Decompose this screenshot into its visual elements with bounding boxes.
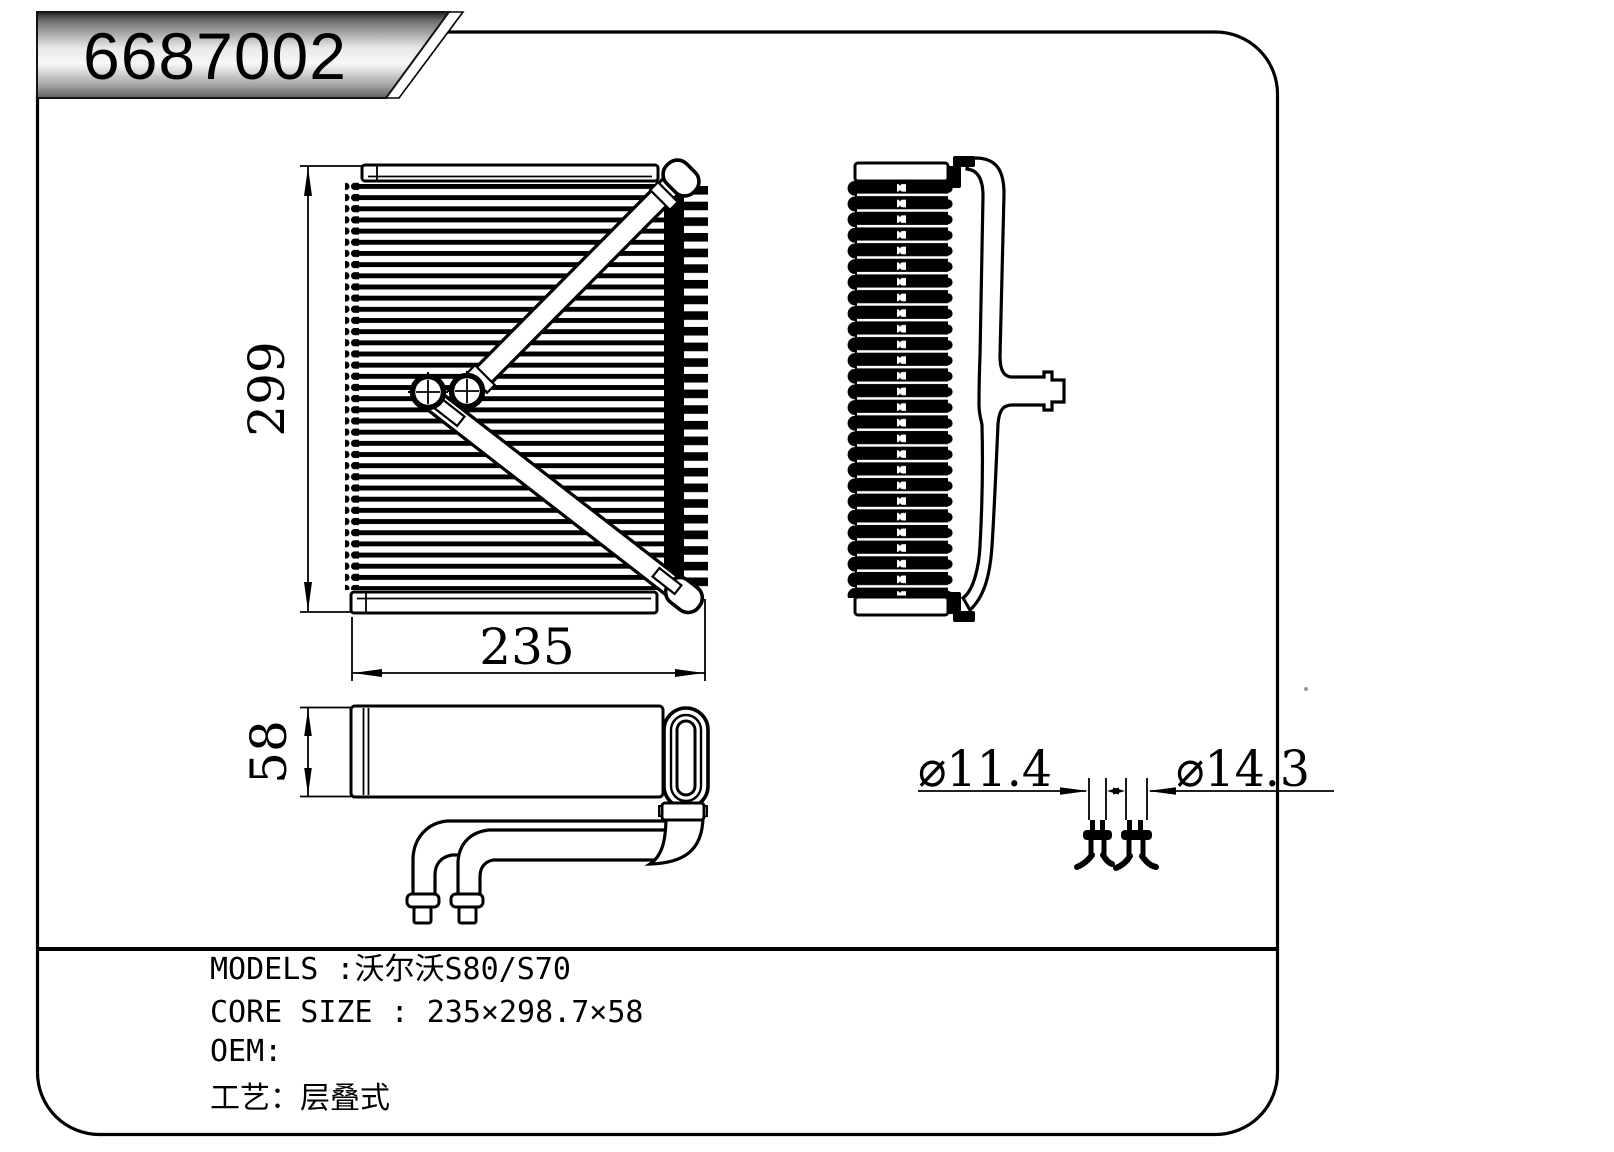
bottom-end-plate: [349, 590, 659, 615]
title-banner: 6687002: [36, 11, 465, 99]
fitting-circle-left: [408, 372, 448, 412]
banner-plate: [36, 11, 451, 99]
spec-models: MODELS :沃尔沃S80/S70: [210, 952, 571, 987]
dimension-height: 299: [238, 165, 362, 613]
side-top-cap: [853, 161, 950, 183]
front-pipe: [456, 828, 674, 899]
dimension-depth: 58: [240, 706, 351, 798]
drawing-frame: [35, 30, 1280, 1137]
side-bottom-bracket: [947, 592, 975, 622]
pipe-ferrules: [405, 892, 485, 925]
dim-width-text: 235: [479, 618, 574, 676]
port-small-tip: [1074, 820, 1115, 870]
spec-table: MODELS :沃尔沃S80/S70 CORE SIZE : 235×298.7…: [210, 952, 643, 1116]
top-end-plate: [360, 163, 660, 183]
u-bend-fitting-block: [658, 801, 708, 822]
spec-oem: OEM:: [210, 1034, 282, 1069]
dim-depth-text: 58: [240, 720, 298, 784]
spec-process: 工艺：层叠式: [210, 1081, 390, 1116]
side-pipe: [960, 156, 1066, 613]
pipe-joints: [431, 180, 683, 596]
right-header-bar: [664, 184, 684, 592]
upper-diagonal-pipe: [465, 172, 685, 394]
side-top-bracket: [947, 156, 975, 188]
spec-core-size: CORE SIZE : 235×298.7×58: [210, 995, 643, 1030]
u-bend: [662, 706, 710, 810]
core-slab: [349, 704, 665, 799]
port-large-tip: [1113, 820, 1159, 871]
front-view: 299 235: [238, 158, 708, 681]
fitting-circle-right: [447, 371, 487, 411]
dim-height-text: 299: [238, 341, 296, 436]
port-small-dia-text: ⌀11.4: [918, 740, 1052, 798]
side-view: [846, 156, 1066, 622]
plate-edge-comb: [682, 186, 708, 590]
upper-pipe-cap: [661, 158, 701, 198]
lower-diagonal-pipe: [426, 391, 688, 602]
print-speck: [1304, 687, 1308, 691]
port-callouts: ⌀11.4 ⌀14.3: [918, 740, 1334, 871]
port-large-dia-text: ⌀14.3: [1176, 740, 1310, 798]
side-bottom-cap: [853, 595, 950, 617]
bottom-view: 58: [240, 704, 710, 925]
fin-left-edge: [345, 182, 359, 590]
dimension-width: 235: [351, 599, 706, 681]
part-number-text: 6687002: [83, 19, 347, 93]
